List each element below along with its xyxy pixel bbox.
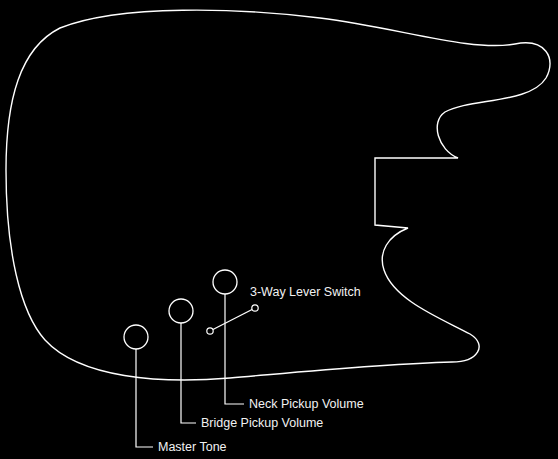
master-tone-knob <box>124 325 148 349</box>
switch-end <box>252 305 258 311</box>
neck-volume-knob <box>213 270 237 294</box>
bridge-volume-knob <box>169 299 193 323</box>
control-label: Bridge Pickup Volume <box>200 415 324 431</box>
switch-label: 3-Way Lever Switch <box>249 284 362 300</box>
body-outline <box>6 10 550 380</box>
leader-line <box>225 294 244 404</box>
switch-end <box>207 328 213 334</box>
leader-line <box>181 323 196 423</box>
control-label: Neck Pickup Volume <box>248 396 365 412</box>
lever-switch <box>210 308 255 331</box>
control-label: Master Tone <box>157 439 228 455</box>
leader-line <box>136 349 153 447</box>
